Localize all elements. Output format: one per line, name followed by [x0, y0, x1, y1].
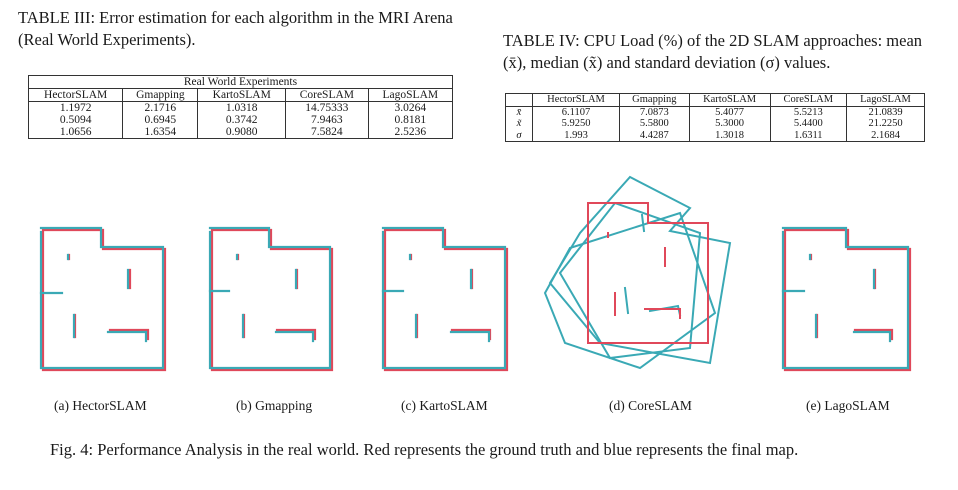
table-cell: 1.1972: [28, 101, 124, 114]
table-row: 0.5094 0.6945 0.3742 7.9463 0.8181: [28, 114, 453, 126]
table-cell: 21.0839: [868, 106, 903, 118]
table3-col-header: HectorSLAM: [28, 88, 124, 102]
table4-row-label: x̃: [505, 118, 533, 130]
table-cell: 0.9080: [197, 126, 287, 139]
table-cell: 5.9250: [532, 118, 621, 130]
table-row: 1.0656 1.6354 0.9080 7.5824 2.5236: [28, 126, 453, 139]
table4-col-header: KartoSLAM: [689, 93, 771, 107]
table4-col-header: CoreSLAM: [770, 93, 848, 107]
table-cell: 5.4077: [689, 106, 771, 118]
subcaption-hectorslam: (a) HectorSLAM: [54, 398, 147, 413]
final-map-outline: [39, 226, 165, 370]
table-cell: 7.9463: [285, 114, 369, 126]
table-cell: 1.6354: [122, 126, 199, 139]
table-row: x̄ 6.1107 7.0873 5.4077 5.5213 21.0839: [505, 106, 925, 118]
table4-col-header: HectorSLAM: [532, 93, 621, 107]
table-cell: 1.0318: [197, 101, 287, 114]
table3-group-header: Real World Experiments: [28, 75, 453, 89]
table4-col-header: LagoSLAM: [846, 93, 925, 107]
figure-caption: Fig. 4: Performance Analysis in the real…: [50, 439, 799, 459]
table-cell: 2.5236: [394, 126, 427, 138]
table-cell: 5.5213: [770, 106, 848, 118]
table-cell: 5.3000: [689, 118, 771, 130]
table-cell: 7.0873: [619, 106, 690, 118]
table-cell: 21.2250: [868, 118, 903, 129]
table-cell: 7.5824: [285, 126, 369, 139]
table-cell: 5.4400: [770, 118, 848, 130]
final-map-outline: [543, 175, 732, 370]
table4-row-label: σ: [505, 129, 533, 142]
table4-row-label: x̄: [505, 106, 533, 118]
table3-col-header: Gmapping: [122, 88, 199, 102]
map-lagoslam: [781, 226, 912, 372]
table3-caption: TABLE III: Error estimation for each alg…: [18, 8, 453, 49]
table-cell: 1.3018: [689, 129, 771, 142]
ground-truth-outline: [383, 228, 509, 372]
map-coreslam: [543, 175, 732, 370]
ground-truth-outline: [783, 228, 912, 372]
table4: HectorSLAM Gmapping KartoSLAM CoreSLAM L…: [505, 93, 925, 142]
table3-col-header: KartoSLAM: [197, 88, 287, 102]
table-cell: 4.4287: [619, 129, 690, 142]
final-map-outline: [208, 226, 332, 370]
subcaption-gmapping: (b) Gmapping: [236, 398, 313, 413]
table-row: σ 1.993 4.4287 1.3018 1.6311 2.1684: [505, 129, 925, 142]
table-row: 1.1972 2.1716 1.0318 14.75333 3.0264: [28, 101, 453, 114]
table-cell: 0.8181: [394, 114, 427, 126]
table4-col-header: Gmapping: [619, 93, 690, 107]
subcaption-lagoslam: (e) LagoSLAM: [806, 398, 890, 413]
map-gmapping: [208, 226, 334, 372]
table3-col-header: CoreSLAM: [285, 88, 369, 102]
map-kartoslam: [381, 226, 509, 372]
table4-caption: TABLE IV: CPU Load (%) of the 2D SLAM ap…: [503, 31, 923, 72]
subcaption-coreslam: (d) CoreSLAM: [609, 398, 692, 413]
table-cell: 14.75333: [285, 101, 369, 114]
table4-corner-cell: [505, 93, 533, 107]
ground-truth-outline: [587, 202, 709, 344]
table-cell: 0.6945: [122, 114, 199, 126]
ground-truth-outline: [210, 228, 334, 372]
table-cell: 1.993: [532, 129, 621, 142]
table-cell: 2.1684: [871, 129, 900, 141]
final-map-outline: [381, 226, 507, 370]
table-row: x̃ 5.9250 5.5800 5.3000 5.4400 21.2250: [505, 118, 925, 130]
map-hectorslam: [39, 226, 167, 372]
table-cell: 6.1107: [532, 106, 621, 118]
table-cell: 1.0656: [28, 126, 124, 139]
table-cell: 1.6311: [770, 129, 848, 142]
table3-col-header: LagoSLAM: [368, 88, 453, 102]
table-cell: 3.0264: [394, 102, 427, 114]
ground-truth-outline: [41, 228, 167, 372]
table-cell: 5.5800: [619, 118, 690, 130]
final-map-outline: [781, 226, 910, 370]
table3: Real World Experiments HectorSLAM Gmappi…: [28, 75, 453, 139]
table-cell: 0.3742: [197, 114, 287, 126]
table-cell: 2.1716: [122, 101, 199, 114]
table-cell: 0.5094: [28, 114, 124, 126]
subcaption-kartoslam: (c) KartoSLAM: [401, 398, 488, 413]
